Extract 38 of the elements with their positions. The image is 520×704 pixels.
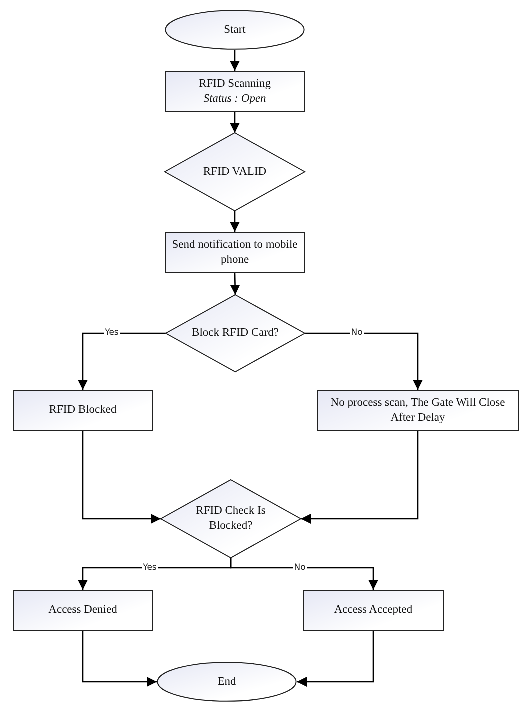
node-label: RFID Check Is Blocked? [195,504,267,534]
decision-diamond [161,480,301,558]
arrow [230,558,378,590]
node-label: Block RFID Card? [192,326,279,341]
edge-label: No [293,563,307,573]
arrow [297,631,374,687]
arrow [82,431,161,524]
edge-label: Yes [142,563,158,573]
process-box [165,232,305,273]
process-box [165,71,305,112]
arrow [305,332,423,390]
terminal-oval [165,10,305,50]
arrow [230,50,240,71]
node-label: RFID Blocked [49,403,117,418]
node-label: No process scan, The Gate Will Close After Delay [330,396,506,426]
terminal-oval [157,662,297,702]
node-label: RFID VALID [203,164,267,180]
decision-diamond [165,133,305,211]
arrow [78,332,166,390]
arrow [82,631,157,687]
process-box [317,390,519,431]
node-label: Access Accepted [334,603,413,618]
arrow [230,211,240,232]
node-label: Access Denied [48,603,118,618]
decision-diamond [166,295,305,372]
process-box [13,390,153,431]
node-label: RFID Scanning [199,76,271,92]
process-box [303,590,444,631]
arrow [230,112,240,133]
arrow [301,431,419,524]
node-label: End [218,674,236,690]
process-box [13,590,153,631]
node-label: Start [224,22,246,38]
edge-label: No [350,328,364,338]
arrow [230,272,240,296]
node-label: Send notification to mobile phone [171,238,299,268]
node-label: Status : Open [204,92,266,106]
edge-label: Yes [104,328,120,338]
